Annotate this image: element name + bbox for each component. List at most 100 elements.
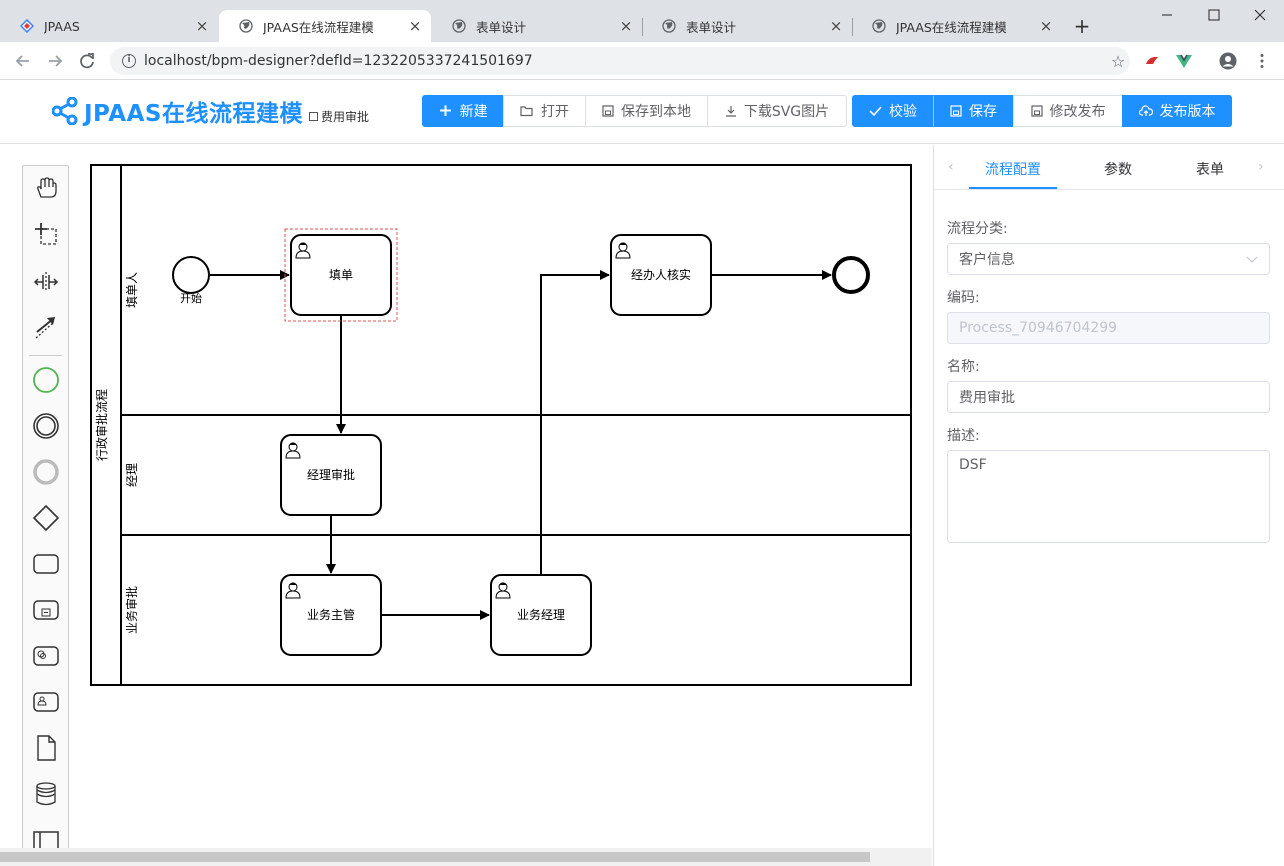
- data-object-icon[interactable]: [23, 728, 68, 768]
- task-icon[interactable]: [23, 544, 68, 584]
- extension-red-icon[interactable]: [1143, 52, 1161, 70]
- save-icon: [1030, 105, 1043, 117]
- save-icon: [602, 105, 614, 117]
- end-event-icon[interactable]: [23, 452, 68, 492]
- globe-icon: [872, 19, 886, 33]
- start-event-icon[interactable]: [23, 360, 68, 400]
- browser-menu-icon[interactable]: [1253, 52, 1271, 70]
- lane-filler[interactable]: 填单人: [125, 272, 139, 308]
- space-tool-icon[interactable]: [23, 262, 68, 302]
- save-button[interactable]: 保存: [933, 95, 1014, 127]
- app-logo: JPAAS在线流程建模 费用审批: [52, 94, 369, 128]
- validate-button[interactable]: 校验: [852, 95, 934, 127]
- url-text: localhost/bpm-designer?defId=12322053372…: [144, 53, 533, 69]
- publish-version-button[interactable]: 发布版本: [1122, 95, 1232, 127]
- validate-button-label: 校验: [889, 104, 917, 120]
- start-event[interactable]: 开始: [172, 256, 210, 305]
- end-event[interactable]: [832, 256, 870, 294]
- save-local-button[interactable]: 保存到本地: [585, 95, 708, 127]
- new-tab-button[interactable]: +: [1073, 14, 1091, 38]
- download-svg-button[interactable]: 下载SVG图片: [707, 95, 847, 127]
- file-button-group: + 新建 打开 保存到本地 下载SVG图片: [422, 95, 847, 127]
- tab-close-icon[interactable]: ×: [1039, 17, 1053, 35]
- browser-tab-bpm-designer[interactable]: JPAAS在线流程建模 ×: [219, 10, 431, 42]
- flow-biz-manager-to-verify[interactable]: [540, 270, 610, 575]
- bookmark-star-icon[interactable]: ☆: [1110, 51, 1126, 71]
- connect-tool-icon[interactable]: [23, 308, 68, 348]
- subprocess-icon[interactable]: [23, 590, 68, 630]
- app-title: JPAAS在线流程建模: [84, 101, 303, 127]
- open-button[interactable]: 打开: [503, 95, 586, 127]
- chevron-down-icon: [1246, 256, 1258, 263]
- user-task-icon[interactable]: [23, 682, 68, 722]
- tab-parameters[interactable]: 参数: [1104, 162, 1132, 178]
- active-tab-indicator: [969, 187, 1057, 189]
- tabs-next-arrow-icon[interactable]: ›: [1258, 159, 1264, 175]
- lasso-tool-icon[interactable]: [23, 214, 68, 254]
- url-omnibox[interactable]: i localhost/bpm-designer?defId=123220533…: [110, 47, 1130, 75]
- browser-tab-form-design-2[interactable]: 表单设计 ×: [642, 10, 852, 42]
- browser-tab-bpm-designer-2[interactable]: JPAAS在线流程建模 ×: [852, 10, 1062, 42]
- globe-icon: [239, 19, 253, 33]
- bpmn-canvas[interactable]: 行政审批流程 填单人 经理 业务审批 开始: [70, 145, 932, 866]
- download-icon: [725, 106, 736, 117]
- browser-tab-jpaas[interactable]: JPAAS ×: [0, 10, 218, 42]
- tab-close-icon[interactable]: ×: [195, 17, 209, 35]
- task-manager-approval[interactable]: 经理审批: [280, 434, 382, 516]
- vue-devtools-icon[interactable]: [1175, 52, 1193, 70]
- site-info-icon[interactable]: i: [122, 54, 136, 68]
- name-input[interactable]: 费用审批: [947, 381, 1270, 413]
- modify-publish-button-label: 修改发布: [1049, 104, 1106, 120]
- canvas-horizontal-scrollbar[interactable]: [0, 848, 932, 866]
- save-local-button-label: 保存到本地: [621, 104, 691, 120]
- service-task-icon[interactable]: [23, 636, 68, 676]
- task-business-manager[interactable]: 业务经理: [490, 574, 592, 656]
- window-close-icon[interactable]: [1253, 8, 1273, 22]
- check-icon: [869, 106, 882, 117]
- lane-label: 经理: [125, 463, 139, 487]
- description-label: 描述:: [947, 428, 980, 444]
- browser-tab-form-design-1[interactable]: 表单设计 ×: [432, 10, 642, 42]
- lane-label: 填单人: [125, 272, 139, 308]
- download-svg-button-label: 下载SVG图片: [743, 104, 830, 120]
- tab-process-config[interactable]: 流程配置: [985, 162, 1041, 178]
- data-store-icon[interactable]: [23, 774, 68, 814]
- task-business-supervisor[interactable]: 业务主管: [280, 574, 382, 656]
- category-select[interactable]: 客户信息: [947, 243, 1270, 275]
- tab-close-icon[interactable]: ×: [619, 17, 633, 35]
- browser-tab-label: JPAAS: [44, 18, 80, 34]
- new-button[interactable]: + 新建: [422, 95, 504, 127]
- reload-icon[interactable]: [76, 50, 98, 72]
- sequence-flows: [210, 270, 832, 620]
- minimize-icon[interactable]: [1160, 8, 1180, 22]
- description-textarea[interactable]: DSF: [947, 450, 1270, 543]
- profile-avatar-icon[interactable]: [1219, 52, 1237, 70]
- lane-business-approval[interactable]: 业务审批: [124, 586, 139, 634]
- address-bar: i localhost/bpm-designer?defId=123220533…: [0, 42, 1284, 80]
- properties-tabs: ‹ 流程配置 参数 表单 ›: [934, 145, 1284, 190]
- task-label: 填单: [329, 268, 353, 282]
- gateway-icon[interactable]: [23, 498, 68, 538]
- code-value: Process_70946704299: [959, 320, 1118, 336]
- maximize-icon[interactable]: [1207, 8, 1227, 22]
- hand-tool-icon[interactable]: [23, 168, 68, 208]
- task-handler-verify[interactable]: 经办人核实: [610, 234, 712, 316]
- task-label: 经办人核实: [631, 267, 691, 282]
- forward-arrow-icon[interactable]: [44, 50, 66, 72]
- tab-close-icon[interactable]: ×: [829, 17, 843, 35]
- intermediate-event-icon[interactable]: [23, 406, 68, 446]
- task-label: 业务主管: [307, 607, 355, 622]
- back-arrow-icon[interactable]: [12, 50, 34, 72]
- publish-button-group: 校验 保存 修改发布 发布版本: [852, 95, 1232, 127]
- tab-form[interactable]: 表单: [1196, 162, 1224, 178]
- tabs-prev-arrow-icon[interactable]: ‹: [948, 159, 954, 175]
- task-fill-form[interactable]: 填单: [284, 228, 398, 322]
- app-header: JPAAS在线流程建模 费用审批 + 新建 打开 保存到本地: [0, 80, 1284, 144]
- modify-publish-button[interactable]: 修改发布: [1013, 95, 1123, 127]
- tab-close-icon[interactable]: ×: [408, 17, 422, 35]
- globe-icon: [452, 19, 466, 33]
- plus-icon: +: [438, 101, 453, 121]
- tool-palette: [22, 165, 69, 855]
- scrollbar-thumb[interactable]: [0, 852, 870, 862]
- lane-manager[interactable]: 经理: [125, 463, 139, 487]
